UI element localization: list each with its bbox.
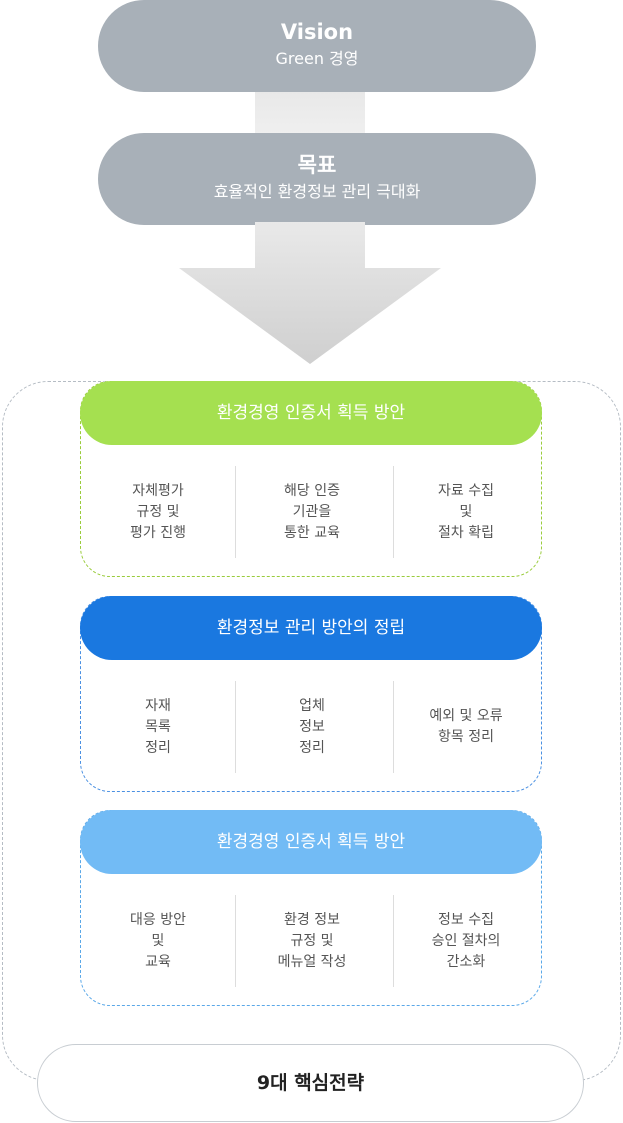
section-header-2: 환경정보 관리 방안의 정립 bbox=[80, 596, 542, 660]
section-3-item-3: 정보 수집 승인 절차의 간소화 bbox=[431, 911, 501, 970]
goal-title: 목표 bbox=[297, 153, 337, 177]
section-3-item-1: 대응 방안 및 교육 bbox=[130, 911, 186, 970]
section-1-item-2: 해당 인증 기관을 통한 교육 bbox=[284, 482, 340, 541]
section-card-1: 환경경영 인증서 획득 방안 자체평가 규정 및 평가 진행 해당 인증 기관을… bbox=[80, 381, 542, 577]
section-1-item-1: 자체평가 규정 및 평가 진행 bbox=[130, 482, 186, 541]
section-2-item-3: 예외 및 오류 항목 정리 bbox=[429, 708, 503, 745]
section-2-item-2: 업체 정보 정리 bbox=[299, 697, 325, 756]
connector-bar bbox=[255, 90, 365, 140]
section-1-item-3: 자료 수집 및 절차 확립 bbox=[438, 482, 494, 541]
divider bbox=[235, 466, 236, 558]
section-card-2: 환경정보 관리 방안의 정립 자재 목록 정리 업체 정보 정리 예외 및 오류… bbox=[80, 596, 542, 792]
vision-subtitle: Green 경영 bbox=[275, 49, 359, 68]
down-arrow-icon bbox=[179, 222, 441, 364]
section-header-1: 환경경영 인증서 획득 방안 bbox=[80, 381, 542, 445]
divider bbox=[393, 681, 394, 773]
section-2-item-1: 자재 목록 정리 bbox=[145, 697, 171, 756]
vision-pill: Vision Green 경영 bbox=[98, 0, 536, 92]
divider bbox=[393, 466, 394, 558]
section-header-3: 환경경영 인증서 획득 방안 bbox=[80, 810, 542, 874]
divider bbox=[393, 895, 394, 987]
goal-pill: 목표 효율적인 환경정보 관리 극대화 bbox=[98, 133, 536, 225]
section-card-3: 환경경영 인증서 획득 방안 대응 방안 및 교육 환경 정보 규정 및 메뉴얼… bbox=[80, 810, 542, 1006]
goal-subtitle: 효율적인 환경정보 관리 극대화 bbox=[213, 182, 421, 201]
divider bbox=[235, 681, 236, 773]
section-3-item-2: 환경 정보 규정 및 메뉴얼 작성 bbox=[277, 911, 347, 970]
vision-title: Vision bbox=[280, 20, 354, 44]
core-strategy-pill: 9대 핵심전략 bbox=[37, 1044, 584, 1122]
divider bbox=[235, 895, 236, 987]
